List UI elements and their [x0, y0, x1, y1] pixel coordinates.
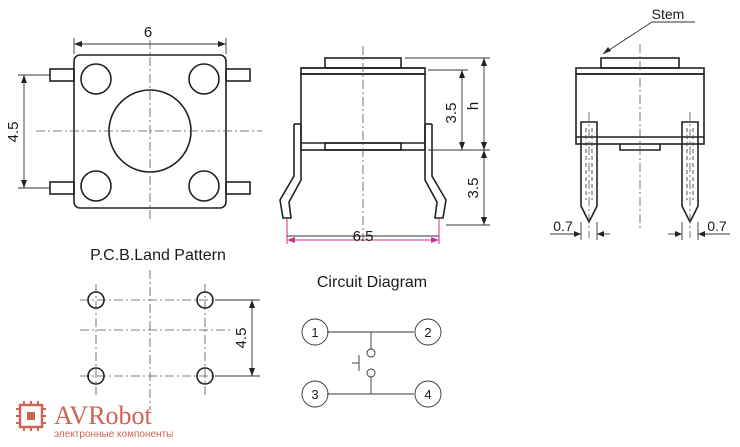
pin-3-circle — [301, 380, 329, 408]
switch-contact — [366, 368, 376, 378]
corner-post — [80, 170, 112, 202]
pcb-land-pattern: P.C.B.Land Pattern 4.5 — [80, 247, 260, 410]
side-lead-right — [424, 124, 447, 219]
pcb-pad-hole — [87, 291, 105, 309]
pin-4-label: 4 — [424, 387, 431, 402]
stem-callout-label: Stem — [652, 6, 685, 22]
top-view-lead — [225, 181, 251, 195]
top-view-lead — [49, 181, 75, 195]
corner-post — [188, 63, 220, 95]
top-view-body — [73, 54, 227, 209]
side-h-label: h — [465, 102, 482, 110]
side-body-height-label: 3.5 — [443, 103, 460, 124]
pcb-pad-hole — [196, 291, 214, 309]
pin-4-circle — [414, 380, 442, 408]
top-height-label: 4.5 — [5, 122, 22, 143]
pin-2-circle — [414, 318, 442, 346]
logo-brand: AVRobot — [54, 401, 153, 430]
front-lead-right — [681, 121, 699, 224]
pin-3-label: 3 — [311, 387, 318, 402]
avrobot-logo: AVRobot электронные компоненты — [16, 401, 173, 440]
pcb-title: P.C.B.Land Pattern — [90, 247, 226, 264]
top-width-label: 6 — [144, 24, 152, 41]
side-lead-left — [279, 124, 302, 219]
side-pitch-label: 6.5 — [353, 228, 374, 245]
lead-width-right-label: 0.7 — [707, 218, 727, 234]
pin-2-label: 2 — [424, 325, 431, 340]
front-view: Stem 0.7 0.7 — [550, 6, 730, 240]
pin-1-label: 1 — [311, 325, 318, 340]
front-lead-left — [580, 121, 598, 224]
circuit-diagram: Circuit Diagram 1 2 3 4 — [301, 274, 442, 408]
logo-tagline: электронные компоненты — [54, 429, 173, 440]
corner-post — [80, 63, 112, 95]
side-lead-length-label: 3.5 — [465, 178, 482, 199]
top-view-lead — [49, 68, 75, 82]
top-view: 6 4.5 — [5, 24, 262, 222]
circuit-title: Circuit Diagram — [317, 274, 427, 291]
pin-1-circle — [301, 318, 329, 346]
pcb-pad-hole — [196, 367, 214, 385]
corner-post — [188, 170, 220, 202]
side-view: 3.5 h 3.5 6.5 — [279, 46, 490, 245]
pcb-spacing-label: 4.5 — [233, 328, 250, 349]
switch-contact — [366, 348, 376, 358]
chip-icon — [16, 401, 46, 431]
pcb-pad-hole — [87, 367, 105, 385]
top-view-lead — [225, 68, 251, 82]
lead-width-left-label: 0.7 — [553, 218, 573, 234]
